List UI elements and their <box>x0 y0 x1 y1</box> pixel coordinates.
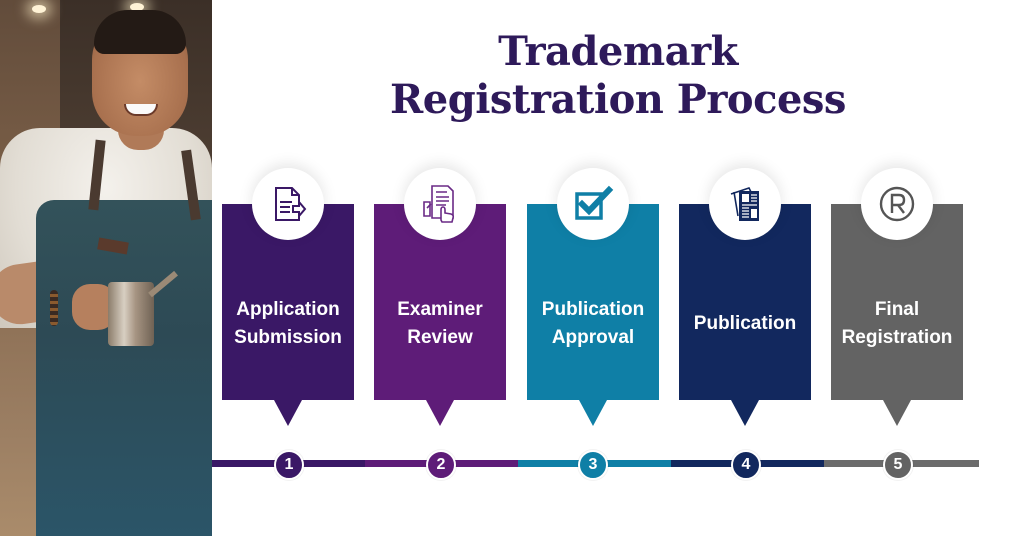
step-publication: Publication <box>679 168 811 428</box>
step-final-registration: Final Registration <box>831 168 963 428</box>
step-label: Examiner Review <box>397 299 483 348</box>
step-pointer <box>579 400 607 426</box>
icon-badge <box>709 168 781 240</box>
step-card: Application Submission <box>222 204 354 400</box>
title-line-2: Registration Process <box>390 76 846 123</box>
step-label: Publication <box>693 313 797 334</box>
step-label: Final Registration <box>841 299 953 348</box>
icon-badge <box>252 168 324 240</box>
ceiling-light <box>130 3 144 11</box>
hair <box>94 10 186 54</box>
icon-badge <box>404 168 476 240</box>
document-send-icon <box>275 187 307 221</box>
denim-apron <box>36 200 212 536</box>
ceiling-light <box>32 5 46 13</box>
step-pointer <box>274 400 302 426</box>
step-examiner-review: Examiner Review <box>374 168 506 428</box>
step-publication-approval: Publication Approval <box>527 168 659 428</box>
step-pointer <box>426 400 454 426</box>
title-line-1: Trademark <box>498 28 738 75</box>
barista-photo <box>0 0 212 536</box>
step-number-5: 5 <box>883 450 913 480</box>
newspaper-icon <box>730 187 759 221</box>
bracelet <box>50 290 58 326</box>
icon-badge <box>861 168 933 240</box>
step-application-submission: Application Submission <box>222 168 354 428</box>
step-pointer <box>731 400 759 426</box>
document-review-icon <box>423 185 455 223</box>
step-number-2: 2 <box>426 450 456 480</box>
step-number-4: 4 <box>731 450 761 480</box>
step-number-3: 3 <box>578 450 608 480</box>
checkbox-check-icon <box>575 185 614 220</box>
page-title: Trademark Registration Process <box>212 28 1024 124</box>
step-label: Publication Approval <box>541 299 645 348</box>
step-pointer <box>883 400 911 426</box>
registered-trademark-icon <box>879 186 915 222</box>
metal-pitcher <box>108 282 154 346</box>
step-number-1: 1 <box>274 450 304 480</box>
icon-badge <box>557 168 629 240</box>
step-label: Application Submission <box>234 299 342 348</box>
